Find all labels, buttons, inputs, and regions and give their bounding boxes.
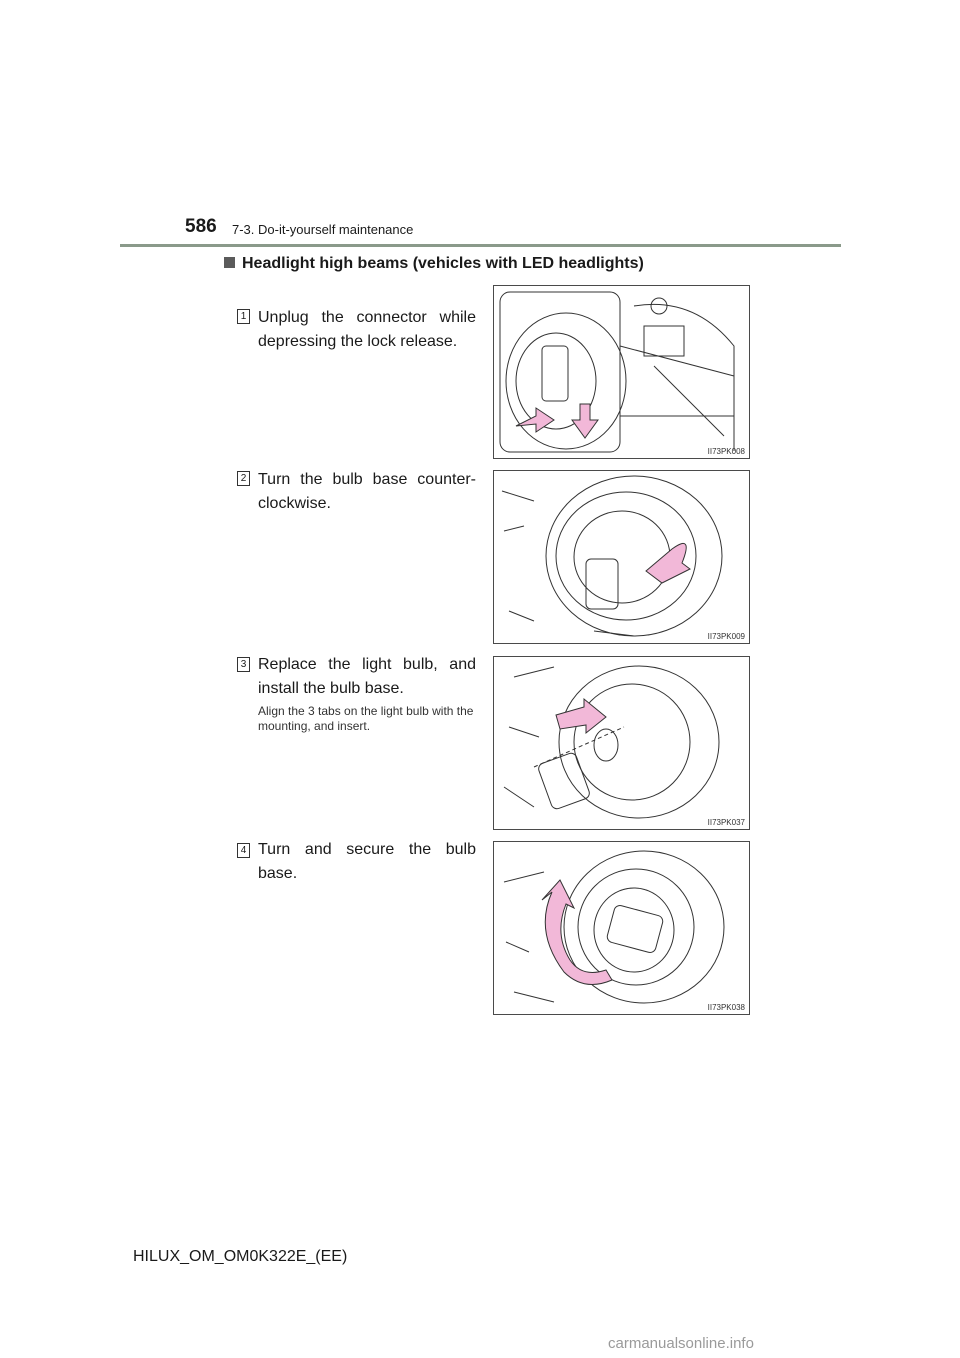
step-instruction: Replace the light bulb, and install the … [258,656,476,697]
step-number-badge: 2 [237,471,250,486]
step-illustration: II73PK037 [493,656,750,830]
step-instruction: Turn the bulb base counter-clockwise. [258,471,476,512]
step-illustration: II73PK009 [493,470,750,644]
figure-code: II73PK008 [707,447,745,456]
heading-text: Headlight high beams (vehicles with LED … [242,255,644,272]
watermark: carmanualsonline.info [608,1335,754,1352]
bullet-square-icon [224,257,235,268]
figure-code: II73PK009 [707,632,745,641]
page-number: 586 [185,216,217,237]
bulb-turn-ccw-drawing [501,475,723,637]
step-illustration: II73PK008 [493,285,750,459]
section-title: 7-3. Do-it-yourself maintenance [232,222,414,237]
header-divider [120,244,841,247]
step-illustration: II73PK038 [493,841,750,1015]
section-heading: Headlight high beams (vehicles with LED … [224,255,644,273]
step-number-badge: 4 [237,843,250,858]
figure-code: II73PK038 [707,1003,745,1012]
step-note: Align the 3 tabs on the light bulb with … [258,704,474,733]
step-instruction: Turn and secure the bulb base. [258,841,476,882]
document-footer: HILUX_OM_OM0K322E_(EE) [133,1248,348,1265]
bulb-install-drawing [503,665,720,819]
figure-code: II73PK037 [707,818,745,827]
step-number-badge: 3 [237,657,250,672]
connector-unplug-drawing [499,291,735,453]
bulb-secure-drawing [503,850,725,1004]
step-number-badge: 1 [237,309,250,324]
step-instruction: Unplug the connector while depressing th… [258,309,476,350]
